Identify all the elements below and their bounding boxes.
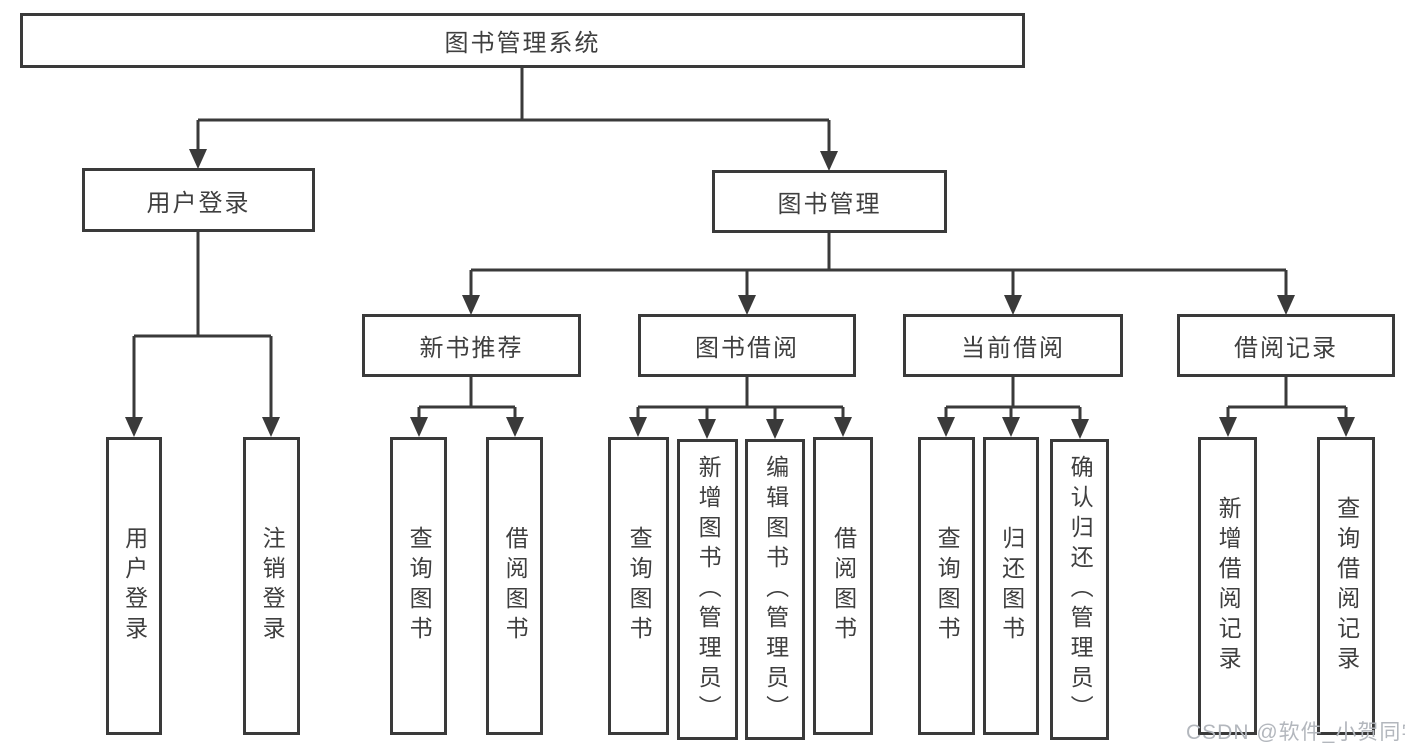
leaf-current-confirm-admin: 确认归还（管理员） bbox=[1050, 439, 1109, 740]
leaf-record-add-label: 新增借阅记录 bbox=[1215, 496, 1242, 676]
node-current-borrow-label: 当前借阅 bbox=[961, 335, 1065, 362]
connector-current-borrow-to-leaves bbox=[937, 377, 1089, 439]
node-current-borrow: 当前借阅 bbox=[903, 314, 1123, 377]
node-new-book-recommend-label: 新书推荐 bbox=[419, 335, 524, 362]
leaf-current-query-label: 查询图书 bbox=[934, 526, 961, 646]
connector-user-login-to-leaves bbox=[125, 232, 280, 437]
node-book-mgmt-label: 图书管理 bbox=[777, 191, 882, 218]
leaf-current-return-label: 归还图书 bbox=[998, 526, 1025, 646]
leaf-current-query: 查询图书 bbox=[918, 437, 975, 735]
leaf-newbook-borrow-label: 借阅图书 bbox=[502, 526, 529, 646]
node-borrow-record: 借阅记录 bbox=[1177, 314, 1395, 377]
leaf-record-query-label: 查询借阅记录 bbox=[1333, 496, 1360, 676]
leaf-newbook-query-label: 查询图书 bbox=[406, 526, 433, 646]
leaf-borrow-edit-admin: 编辑图书（管理员） bbox=[745, 439, 805, 740]
node-new-book-recommend: 新书推荐 bbox=[362, 314, 581, 377]
connector-book-mgmt-to-level2 bbox=[462, 233, 1295, 315]
node-user-login-label: 用户登录 bbox=[146, 189, 251, 217]
leaf-borrow-borrow: 借阅图书 bbox=[813, 437, 873, 735]
node-root-system-label: 图书管理系统 bbox=[444, 30, 601, 57]
node-book-mgmt: 图书管理 bbox=[712, 170, 947, 233]
leaf-newbook-borrow: 借阅图书 bbox=[486, 437, 543, 735]
connector-borrow-record-to-leaves bbox=[1219, 377, 1355, 437]
leaf-borrow-query: 查询图书 bbox=[608, 437, 669, 735]
leaf-borrow-add-admin: 新增图书（管理员） bbox=[677, 439, 738, 740]
leaf-borrow-add-admin-label: 新增图书（管理员） bbox=[695, 454, 722, 725]
connector-root-to-level1 bbox=[189, 68, 838, 171]
leaf-current-confirm-admin-label: 确认归还（管理员） bbox=[1067, 454, 1094, 725]
leaf-borrow-borrow-label: 借阅图书 bbox=[830, 526, 857, 646]
node-user-login: 用户登录 bbox=[82, 168, 315, 232]
leaf-record-query: 查询借阅记录 bbox=[1317, 437, 1375, 735]
leaf-record-add: 新增借阅记录 bbox=[1198, 437, 1257, 735]
node-root-system: 图书管理系统 bbox=[20, 13, 1025, 68]
leaf-borrow-edit-admin-label: 编辑图书（管理员） bbox=[762, 454, 789, 725]
leaf-current-return: 归还图书 bbox=[983, 437, 1039, 735]
leaf-user-login-label: 用户登录 bbox=[121, 526, 148, 646]
node-book-borrow-label: 图书借阅 bbox=[695, 335, 799, 362]
leaf-user-login: 用户登录 bbox=[106, 437, 162, 735]
leaf-borrow-query-label: 查询图书 bbox=[626, 526, 653, 646]
node-borrow-record-label: 借阅记录 bbox=[1234, 335, 1338, 362]
connector-new-book-to-leaves bbox=[410, 377, 524, 437]
csdn-watermark: CSDN @软件_小贺同学 bbox=[1186, 721, 1405, 744]
connector-book-borrow-to-leaves bbox=[629, 377, 852, 439]
node-book-borrow: 图书借阅 bbox=[638, 314, 856, 377]
leaf-logout: 注销登录 bbox=[243, 437, 300, 735]
leaf-newbook-query: 查询图书 bbox=[390, 437, 447, 735]
leaf-logout-label: 注销登录 bbox=[259, 526, 286, 646]
